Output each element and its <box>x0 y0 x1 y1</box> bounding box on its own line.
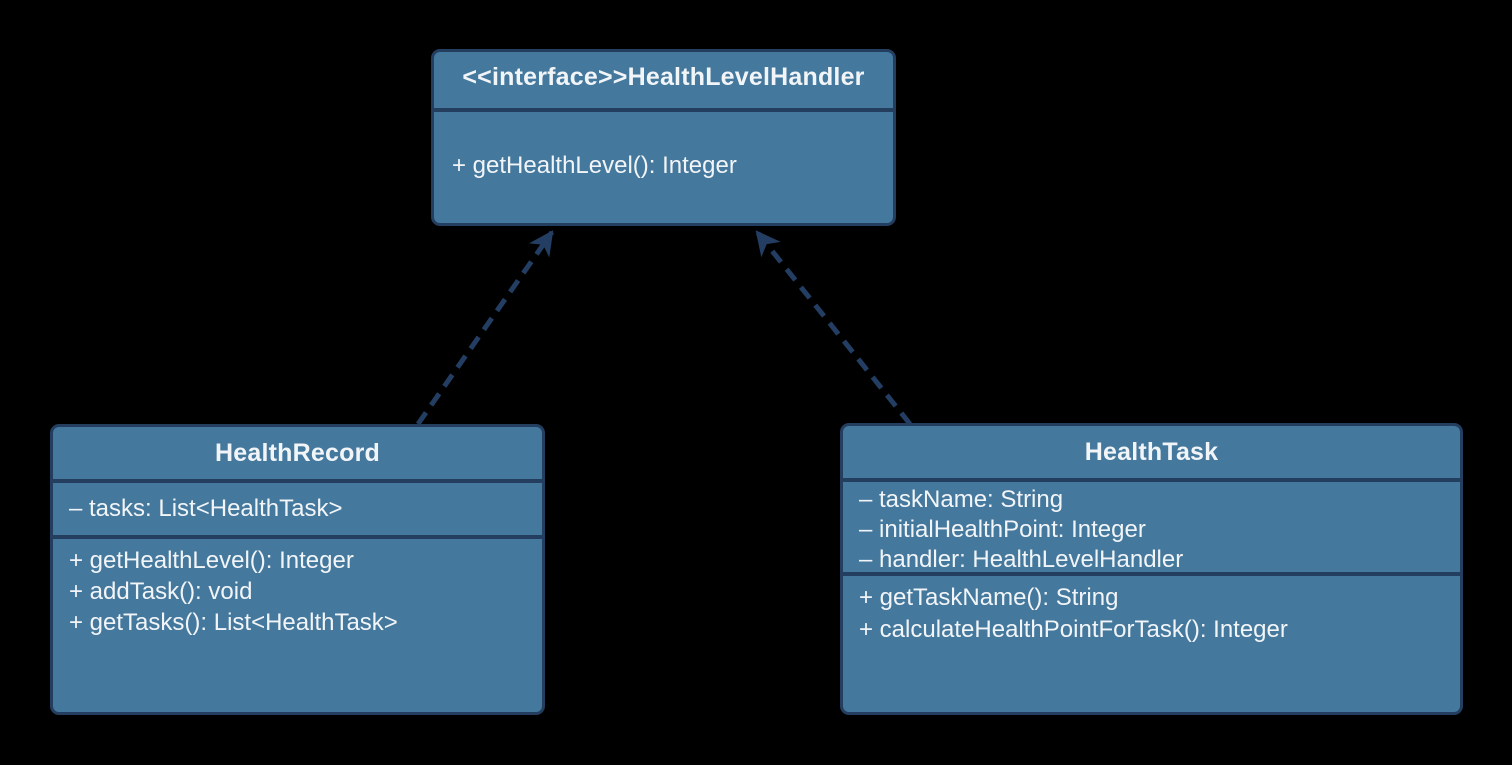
class-box-health-level-handler[interactable]: <<interface>>HealthLevelHandler + getHea… <box>431 49 896 226</box>
class-name: HealthRecord <box>53 427 542 483</box>
method-row: + getTasks(): List<HealthTask> <box>69 609 398 636</box>
methods-section: + getHealthLevel(): Integer <box>434 112 893 219</box>
method-row: + getTaskName(): String <box>859 584 1119 611</box>
methods-section: + getTaskName(): String + calculateHealt… <box>843 576 1460 646</box>
method-row: + addTask(): void <box>69 578 253 605</box>
method-row: + calculateHealthPointForTask(): Integer <box>859 616 1288 643</box>
attributes-section: – tasks: List<HealthTask> <box>53 483 542 539</box>
method-row: + getHealthLevel(): Integer <box>452 151 737 179</box>
attributes-section: – taskName: String – initialHealthPoint:… <box>843 482 1460 576</box>
class-box-health-task[interactable]: HealthTask – taskName: String – initialH… <box>840 423 1463 715</box>
methods-section: + getHealthLevel(): Integer + addTask():… <box>53 539 542 638</box>
realization-arrow-healthtask <box>755 230 912 426</box>
realization-arrow-healthrecord <box>415 230 555 426</box>
attribute-row: – taskName: String <box>859 486 1064 513</box>
method-row: + getHealthLevel(): Integer <box>69 547 354 574</box>
attribute-row: – handler: HealthLevelHandler <box>859 546 1184 573</box>
class-name: <<interface>>HealthLevelHandler <box>434 52 893 112</box>
class-name: HealthTask <box>843 426 1460 482</box>
attribute-row: – tasks: List<HealthTask> <box>69 495 343 522</box>
class-box-health-record[interactable]: HealthRecord – tasks: List<HealthTask> +… <box>50 424 545 715</box>
attribute-row: – initialHealthPoint: Integer <box>859 516 1146 543</box>
